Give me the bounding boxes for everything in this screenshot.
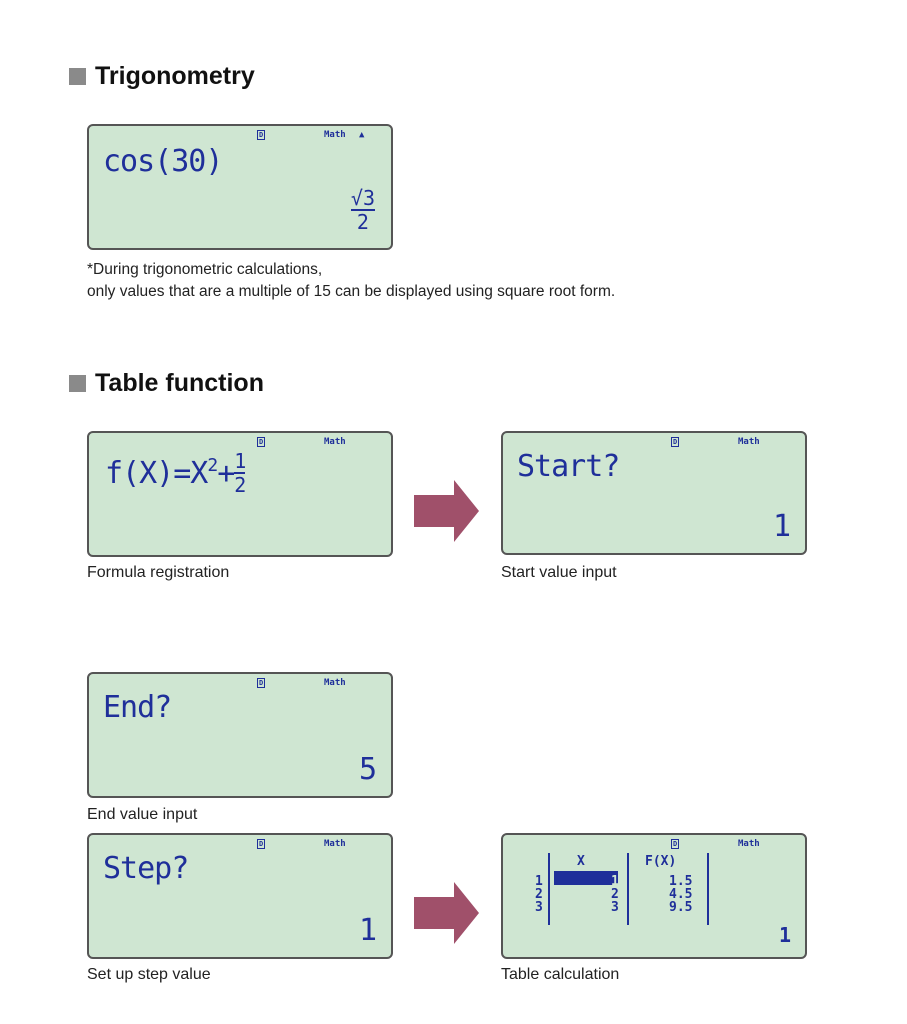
degree-indicator: D [257, 437, 266, 447]
cos-expression: cos(30) [103, 144, 223, 179]
lcd-start-display: D Math Start? 1 [501, 431, 807, 555]
table-cell: 2 [535, 887, 543, 902]
note-line-2: only values that are a multiple of 15 ca… [87, 283, 616, 300]
math-indicator: Math [738, 839, 760, 849]
degree-indicator: D [257, 839, 266, 849]
math-indicator: Math [738, 437, 760, 447]
formula-plus: + [217, 455, 235, 491]
lcd-step-display: D Math Step? 1 [87, 833, 393, 959]
heading-text: Table function [95, 369, 264, 397]
table-divider [548, 853, 550, 925]
cos-result: √3 2 [350, 186, 375, 234]
sqrt-numerator: √3 [350, 186, 375, 210]
lcd-table-display: D Math 1 2 3 X 1 2 3 F(X) 1.5 4.5 9.5 1 [501, 833, 807, 959]
table-cell: 1.5 [669, 874, 693, 889]
table-value: 1 [778, 923, 791, 947]
math-indicator: Math [324, 437, 346, 447]
caption-end: End value input [87, 806, 198, 823]
table-cell: 9.5 [669, 900, 693, 915]
table-x-header: X [577, 854, 585, 869]
math-indicator: Math [324, 678, 346, 688]
up-arrow-icon: ▲ [359, 130, 365, 140]
table-divider [707, 853, 709, 925]
end-value: 5 [358, 752, 377, 787]
table-cell: 3 [611, 900, 619, 915]
table-cell: 1 [535, 874, 543, 889]
caption-start: Start value input [501, 564, 617, 581]
table-cell: 4.5 [669, 887, 693, 902]
formula-fraction: 1 2 [234, 449, 246, 497]
step-value: 1 [358, 913, 377, 948]
caption-step: Set up step value [87, 966, 211, 983]
table-cell: 2 [611, 887, 619, 902]
degree-indicator: D [671, 437, 680, 447]
start-value: 1 [772, 509, 791, 544]
note-line-1: *During trigonometric calculations, [87, 261, 323, 278]
degree-indicator: D [257, 678, 266, 688]
denominator: 2 [356, 210, 369, 234]
fraction-bar [350, 209, 375, 211]
formula-prefix: f(X)=X [105, 455, 208, 491]
math-indicator: Math [324, 839, 346, 849]
step-prompt: Step? [103, 851, 189, 886]
caption-formula: Formula registration [87, 564, 230, 581]
formula-exponent: 2 [207, 454, 218, 476]
section-heading-table-function: Table function [69, 369, 264, 398]
table-cell: 3 [535, 900, 543, 915]
end-prompt: End? [103, 690, 172, 725]
heading-square-icon [69, 375, 86, 392]
table-x-column: 1 2 3 [611, 875, 619, 914]
degree-indicator: D [257, 130, 266, 140]
arrow-right-icon [414, 882, 479, 944]
table-fx-column: 1.5 4.5 9.5 [669, 875, 692, 914]
heading-text: Trigonometry [95, 62, 255, 90]
table-fx-header: F(X) [645, 854, 677, 869]
caption-table: Table calculation [501, 966, 620, 983]
table-selected-cell [554, 871, 618, 885]
section-heading-trigonometry: Trigonometry [69, 62, 255, 91]
lcd-end-display: D Math End? 5 [87, 672, 393, 798]
table-index-column: 1 2 3 [535, 875, 543, 914]
degree-indicator: D [671, 839, 680, 849]
start-prompt: Start? [517, 449, 620, 484]
trig-note: *During trigonometric calculations, only… [87, 259, 615, 303]
lcd-cos-display: D Math ▲ cos(30) √3 2 [87, 124, 393, 250]
arrow-right-icon [414, 480, 479, 542]
table-divider [627, 853, 629, 925]
math-indicator: Math [324, 130, 346, 140]
table-cell: 1 [611, 874, 619, 889]
heading-square-icon [69, 68, 86, 85]
